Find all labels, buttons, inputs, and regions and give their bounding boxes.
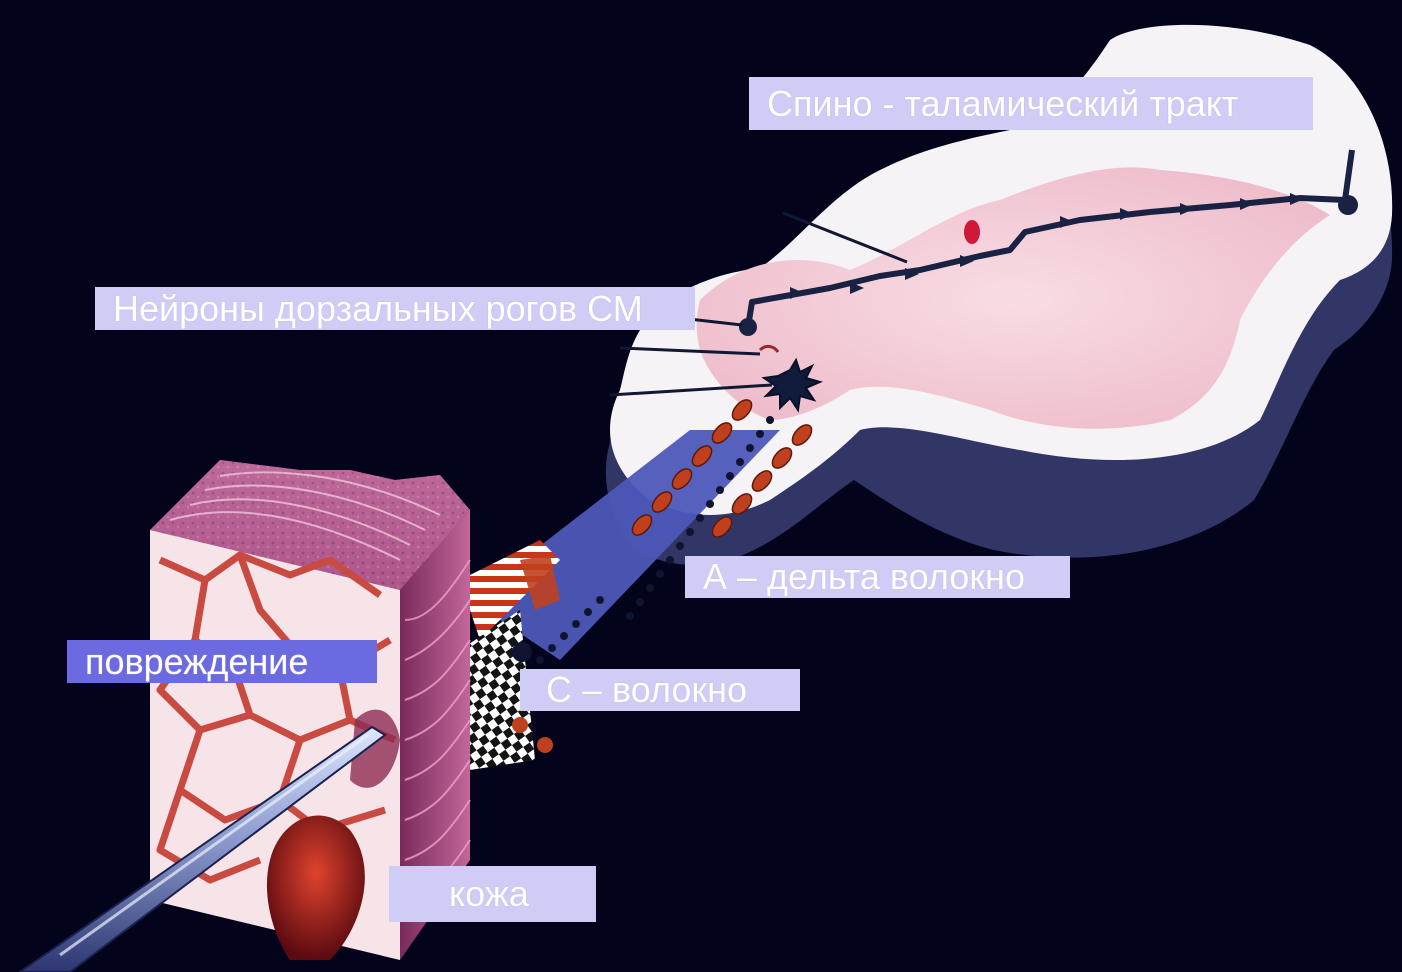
label-skin: кожа xyxy=(389,866,596,922)
label-damage: повреждение xyxy=(67,640,377,683)
label-c-fiber: С – волокно xyxy=(520,669,800,711)
label-a-delta-fiber: А – дельта волокно xyxy=(685,556,1070,598)
label-spinothalamic-tract: Спино - таламический тракт xyxy=(749,77,1313,130)
label-dorsal-horn-neurons: Нейроны дорзальных рогов СМ xyxy=(95,287,695,330)
